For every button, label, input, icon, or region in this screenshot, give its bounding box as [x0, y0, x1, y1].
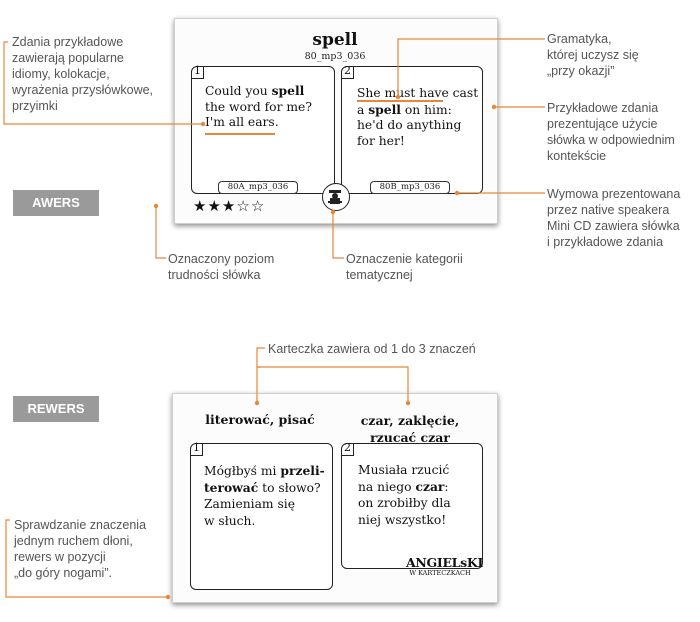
awers-box2-number-bracket [341, 66, 354, 79]
rewers-badge: REWERS [13, 396, 99, 422]
annotation-meanings: Karteczka zawiera od 1 do 3 znaczeń [268, 342, 476, 356]
star-2: ★ [207, 197, 222, 215]
awers-audio-pill-1: 80A_mp3_036 [218, 181, 298, 194]
star-1: ★ [193, 197, 208, 215]
rewers-box2-number-bracket [341, 443, 354, 456]
rewers-example-box-2 [341, 443, 483, 569]
annotation-pronunciation: Wymowa prezentowana przez native speaker… [547, 187, 681, 249]
awers-word-code: 80_mp3_036 [304, 51, 366, 62]
star-5: ☆ [250, 197, 266, 215]
awers-box1-number-bracket [191, 66, 204, 79]
annotation-examples-idioms: Zdania przykładowe zawierają popularne i… [12, 35, 154, 113]
rewers-example-box-1 [190, 443, 333, 590]
star-3: ★ [221, 197, 237, 215]
rewers-meaning-2: czar, zaklęcie, rzucać czar [360, 413, 460, 445]
awers-box1-sentence: Could you spell the word for me? I'm all… [205, 83, 312, 129]
awers-box2-sentence: She must have cast a spell on him: he'd … [357, 86, 479, 148]
awers-audio-pill-2: 80B_mp3_036 [370, 181, 450, 194]
difficulty-stars: ★★★☆☆ [193, 197, 265, 215]
awers-box2-number: 2 [344, 64, 351, 77]
annotation-upside-down: Sprawdzanie znaczenia jednym ruchem dłon… [14, 518, 147, 580]
annotation-difficulty: Oznaczony poziom trudności słówka [168, 252, 275, 282]
rewers-box1-number-bracket [190, 443, 203, 456]
annotation-category: Oznaczenie kategorii tematycznej [346, 252, 463, 282]
awers-word: spell [312, 30, 358, 50]
awers-idiom-underline [205, 133, 275, 135]
rewers-meaning-1: literować, pisać [205, 412, 315, 427]
category-icon [322, 183, 350, 211]
awers-box1-number: 1 [194, 64, 201, 77]
annotation-context: Przykładowe zdania prezentujące użycie s… [547, 101, 675, 163]
annotation-grammar: Gramatyka, której uczysz się „przy okazj… [547, 32, 639, 78]
awers-grammar-underline [357, 100, 443, 102]
star-4: ☆ [236, 197, 251, 215]
rewers-box2-sentence: Musiała rzucić na niego czar: on zrobiłb… [358, 463, 451, 527]
rewers-box2-number: 2 [344, 441, 351, 454]
awers-example-box-2 [341, 66, 483, 194]
rewers-box1-sentence: Mógłbyś mi przeli- terować to słowo? Zam… [204, 463, 325, 528]
angielski-logo: ANGIELsKI W KARTECZKACH [406, 555, 484, 577]
rewers-box1-number: 1 [193, 441, 200, 454]
awers-badge: AWERS [13, 190, 99, 216]
